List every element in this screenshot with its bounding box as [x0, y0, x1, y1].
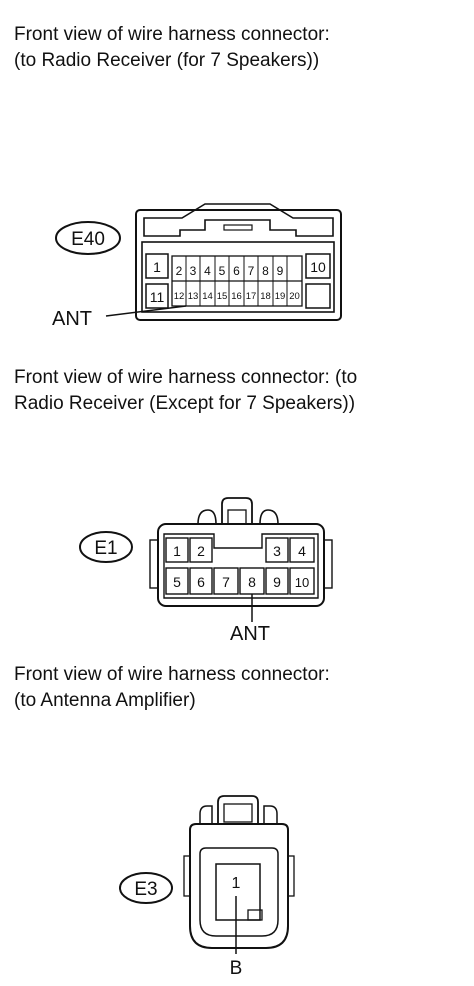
pin-label: 10: [310, 259, 326, 275]
connector-code-label: E3: [134, 879, 157, 900]
pin-label: 10: [295, 575, 309, 590]
caption-e40: Front view of wire harness connector: (t…: [14, 22, 330, 74]
pin-label: 20: [289, 291, 300, 302]
left-side-rib: [183, 855, 191, 897]
pin-label: 6: [233, 264, 240, 278]
pin-label: 11: [150, 289, 165, 305]
pin-label: 6: [197, 574, 205, 590]
pin-label: 4: [204, 264, 211, 278]
pin-7-box: [213, 567, 239, 595]
callout-label: ANT: [230, 623, 270, 645]
pin-label: 3: [190, 264, 197, 278]
pin-label: 1: [232, 875, 241, 892]
keying-tab: [247, 909, 263, 921]
pin-10-box: [289, 567, 315, 595]
pin-9-box: [265, 567, 289, 595]
callout-leader-line: [105, 305, 187, 317]
pin-label: 16: [231, 291, 242, 302]
pin-6-box: [189, 567, 213, 595]
lock-tab: [223, 224, 253, 231]
pin-label: 9: [273, 574, 281, 590]
left-guide: [199, 805, 213, 824]
pin-label: 7: [248, 264, 255, 278]
callout-label: B: [230, 958, 243, 979]
connector-latch: [221, 497, 253, 524]
pin-label: 2: [176, 264, 183, 278]
pin-label: 4: [298, 543, 306, 559]
caption-line: (to Radio Receiver (for 7 Speakers)): [14, 50, 320, 71]
left-guide: [197, 509, 217, 525]
connector-diagram-e40: E40 1 2 3 4 5 6 7 8 9 10 11 12 13 14 15 …: [52, 203, 342, 330]
pin-cavity-frame: [199, 847, 279, 937]
connector-latch: [217, 795, 259, 824]
lock-tab: [223, 803, 253, 823]
caption-line: Front view of wire harness connector:: [14, 664, 330, 685]
connector-code-oval: [55, 221, 121, 255]
pin-label: 1: [153, 259, 161, 275]
pin-label: 15: [217, 291, 228, 302]
pin-5-box: [165, 567, 189, 595]
pin-label: 12: [174, 291, 185, 302]
pin-1-box: [145, 253, 169, 279]
connector-latch: [143, 203, 334, 237]
pin-1-box: [165, 537, 189, 563]
connector-housing: [135, 209, 342, 321]
pin-label: 8: [248, 574, 256, 590]
lock-tab: [227, 509, 247, 525]
pin-10-box: [305, 253, 331, 279]
pin-label: 5: [219, 264, 226, 278]
pin-label: 19: [275, 291, 286, 302]
pin-cavity-frame: [141, 241, 335, 313]
pin-2-box: [189, 537, 213, 563]
caption-line: Front view of wire harness connector: (t…: [14, 367, 358, 388]
connector-code-oval: [119, 872, 173, 904]
pin-4-box: [289, 537, 315, 563]
pin-cavity-frame: [163, 533, 319, 599]
caption-line: Front view of wire harness connector:: [14, 24, 330, 45]
caption-line: (to Antenna Amplifier): [14, 690, 196, 711]
pin-label: 18: [260, 291, 271, 302]
pin-label: 2: [197, 543, 205, 559]
right-side-rib: [323, 539, 333, 589]
caption-e3: Front view of wire harness connector: (t…: [14, 662, 330, 714]
pin-label: 9: [277, 264, 284, 278]
right-guide: [263, 805, 278, 824]
left-side-rib: [149, 539, 159, 589]
pin-label: 1: [173, 543, 181, 559]
pin-3-box: [265, 537, 289, 563]
callout-label: ANT: [52, 308, 92, 330]
pin-label: 3: [273, 543, 281, 559]
right-side-rib: [287, 855, 295, 897]
right-guide: [259, 509, 279, 525]
caption-line: Radio Receiver (Except for 7 Speakers)): [14, 393, 356, 414]
connector-housing: [189, 823, 289, 949]
pin-label: 8: [262, 264, 269, 278]
connector-code-oval: [79, 531, 133, 563]
connector-diagram-e1: E1 1 2 3 4 5 6 7 8 9 10 ANT: [79, 497, 333, 645]
pin-label: 5: [173, 574, 181, 590]
pin-label: 7: [222, 574, 230, 590]
pin-label: 14: [202, 291, 213, 302]
pin-label: 13: [188, 291, 199, 302]
connector-diagram-e3: E3 1 B: [119, 795, 295, 979]
pin-11-box: [145, 283, 169, 309]
pin-label: 17: [246, 291, 257, 302]
pin-20-box: [305, 283, 331, 309]
pin-1-box: [215, 863, 261, 921]
connector-code-label: E40: [71, 229, 105, 250]
caption-e1: Front view of wire harness connector: (t…: [14, 365, 357, 417]
connector-code-label: E1: [94, 538, 117, 559]
